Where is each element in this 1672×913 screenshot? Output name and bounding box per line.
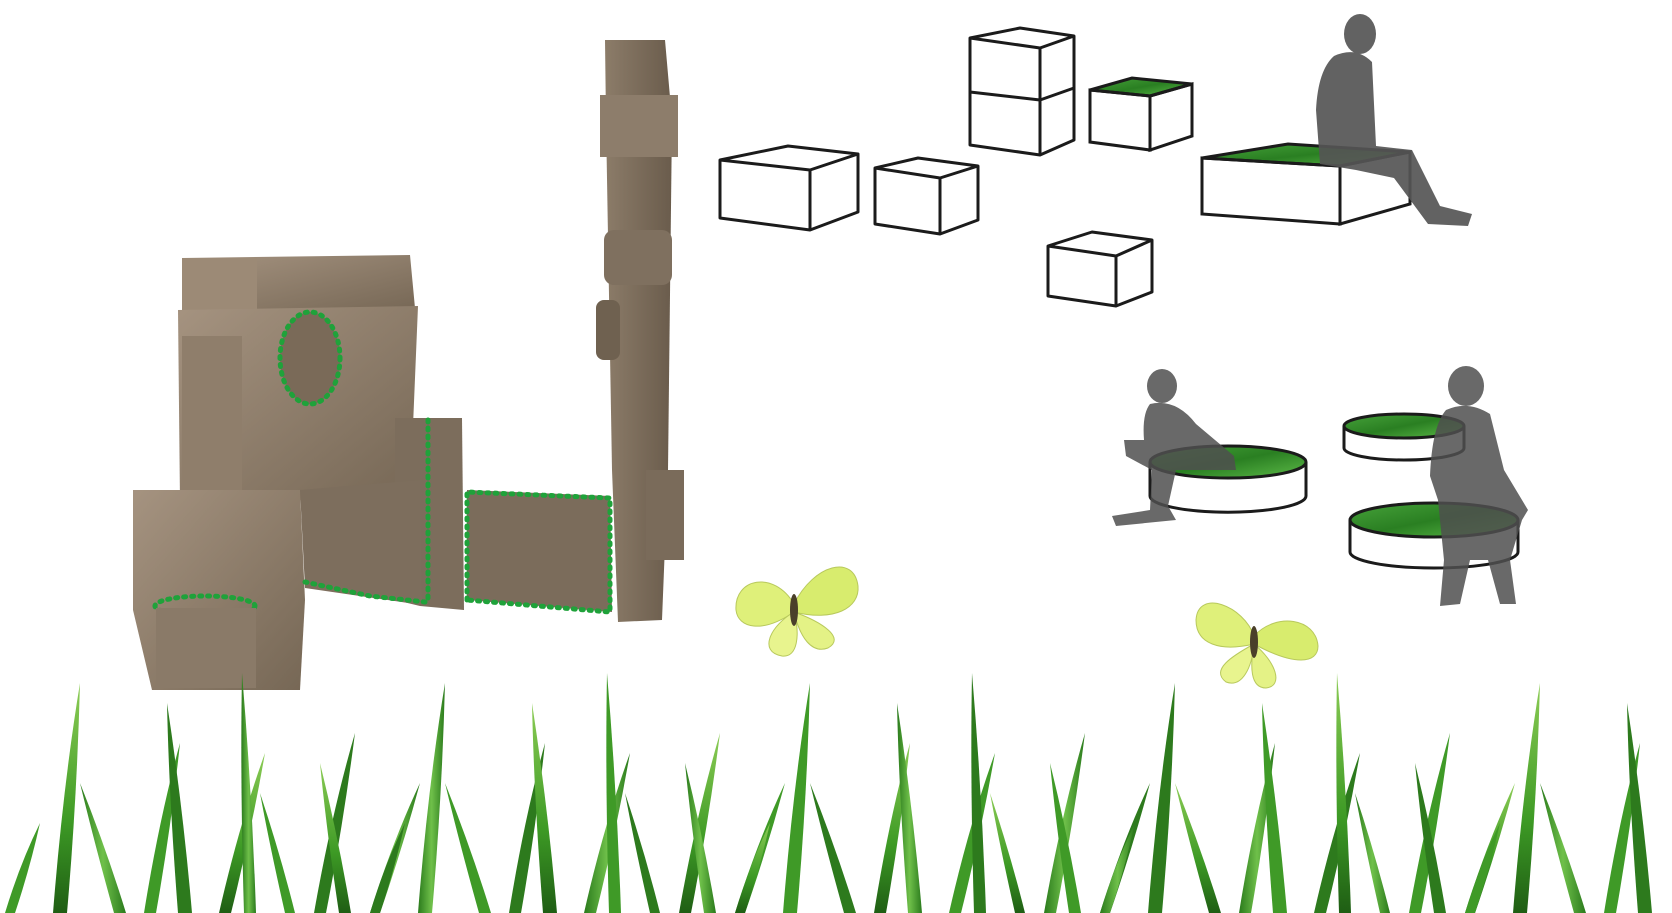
grass-blade xyxy=(1175,783,1221,913)
grass-blade xyxy=(314,733,355,913)
grass-blade xyxy=(80,783,126,913)
grass-blade xyxy=(53,683,80,913)
grass-blade xyxy=(241,673,256,913)
person-silhouette-3 xyxy=(1430,366,1528,606)
grass-blade xyxy=(418,683,445,913)
box-module-2 xyxy=(873,156,980,236)
grass-blade xyxy=(5,823,40,913)
grass-blade xyxy=(1465,823,1500,913)
grass-blade xyxy=(1355,793,1390,913)
box-module-1 xyxy=(718,144,860,232)
grass-blade xyxy=(1336,673,1351,913)
grass-blade xyxy=(679,733,720,913)
grass-blade xyxy=(735,823,770,913)
grass-blade xyxy=(320,763,351,913)
grass-blade xyxy=(445,783,491,913)
sculpture-hole xyxy=(277,309,343,407)
person-silhouette-2 xyxy=(1112,369,1236,526)
grass-blade xyxy=(949,753,995,913)
grass-blade xyxy=(1540,783,1586,913)
grass-blade xyxy=(783,683,810,913)
grass-blade xyxy=(897,703,922,913)
grass-blade xyxy=(1044,733,1085,913)
grass-blade xyxy=(606,673,621,913)
grass-blade xyxy=(1148,683,1175,913)
butterfly-2 xyxy=(1195,602,1319,689)
grass-blade xyxy=(1050,763,1081,913)
green-dotted-outline xyxy=(464,489,613,615)
grass-blade xyxy=(219,753,265,913)
grass-blade xyxy=(584,753,630,913)
grass-blade xyxy=(167,703,192,913)
grass-blade xyxy=(1262,703,1287,913)
grass-blade xyxy=(1513,683,1540,913)
grass-blade xyxy=(370,823,405,913)
box-module-3 xyxy=(1046,230,1154,308)
grass-blade xyxy=(1415,763,1446,913)
stone-sculpture xyxy=(133,40,684,690)
grass-blade xyxy=(685,763,716,913)
grass-blade xyxy=(1409,733,1450,913)
grass-blades-border xyxy=(5,673,1652,913)
white-box-modules xyxy=(718,26,1154,308)
seated-person-silhouettes xyxy=(1112,366,1528,606)
butterfly-1 xyxy=(735,566,859,657)
grass-blade xyxy=(1100,823,1135,913)
grass-blade xyxy=(1627,703,1652,913)
green-box-small xyxy=(1088,76,1194,153)
person-silhouette-1 xyxy=(1316,14,1472,227)
grass-blade xyxy=(532,703,557,913)
grass-blade xyxy=(1314,753,1360,913)
grass-blade xyxy=(990,793,1025,913)
grass-blade xyxy=(260,793,295,913)
grass-blade xyxy=(625,793,660,913)
grass-blade xyxy=(810,783,856,913)
box-module-stacked xyxy=(968,26,1076,157)
grass-blade xyxy=(971,673,986,913)
